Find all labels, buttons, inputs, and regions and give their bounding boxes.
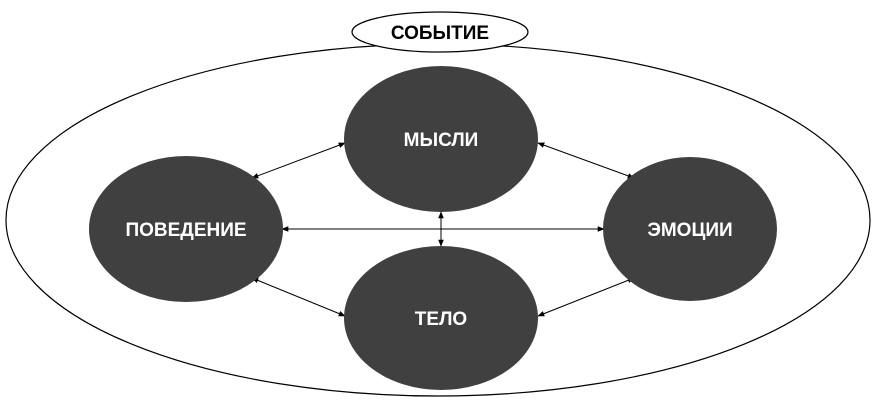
node-body-label: ТЕЛО bbox=[415, 309, 467, 330]
arrow-body-emotions bbox=[537, 277, 635, 317]
node-emotions bbox=[603, 157, 777, 301]
node-behavior-label: ПОВЕДЕНИЕ bbox=[125, 220, 246, 241]
node-emotions-label: ЭМОЦИИ bbox=[647, 220, 732, 241]
node-body bbox=[344, 246, 538, 390]
event-label-ellipse bbox=[351, 11, 529, 53]
arrow-thoughts-emotions bbox=[537, 142, 635, 179]
node-thoughts-label: МЫСЛИ bbox=[404, 130, 479, 151]
arrow-thoughts-behavior bbox=[251, 142, 346, 179]
node-thoughts bbox=[344, 66, 538, 212]
event-label: СОБЫТИЕ bbox=[391, 23, 489, 44]
arrow-body-behavior bbox=[251, 277, 346, 317]
node-behavior bbox=[89, 156, 283, 302]
